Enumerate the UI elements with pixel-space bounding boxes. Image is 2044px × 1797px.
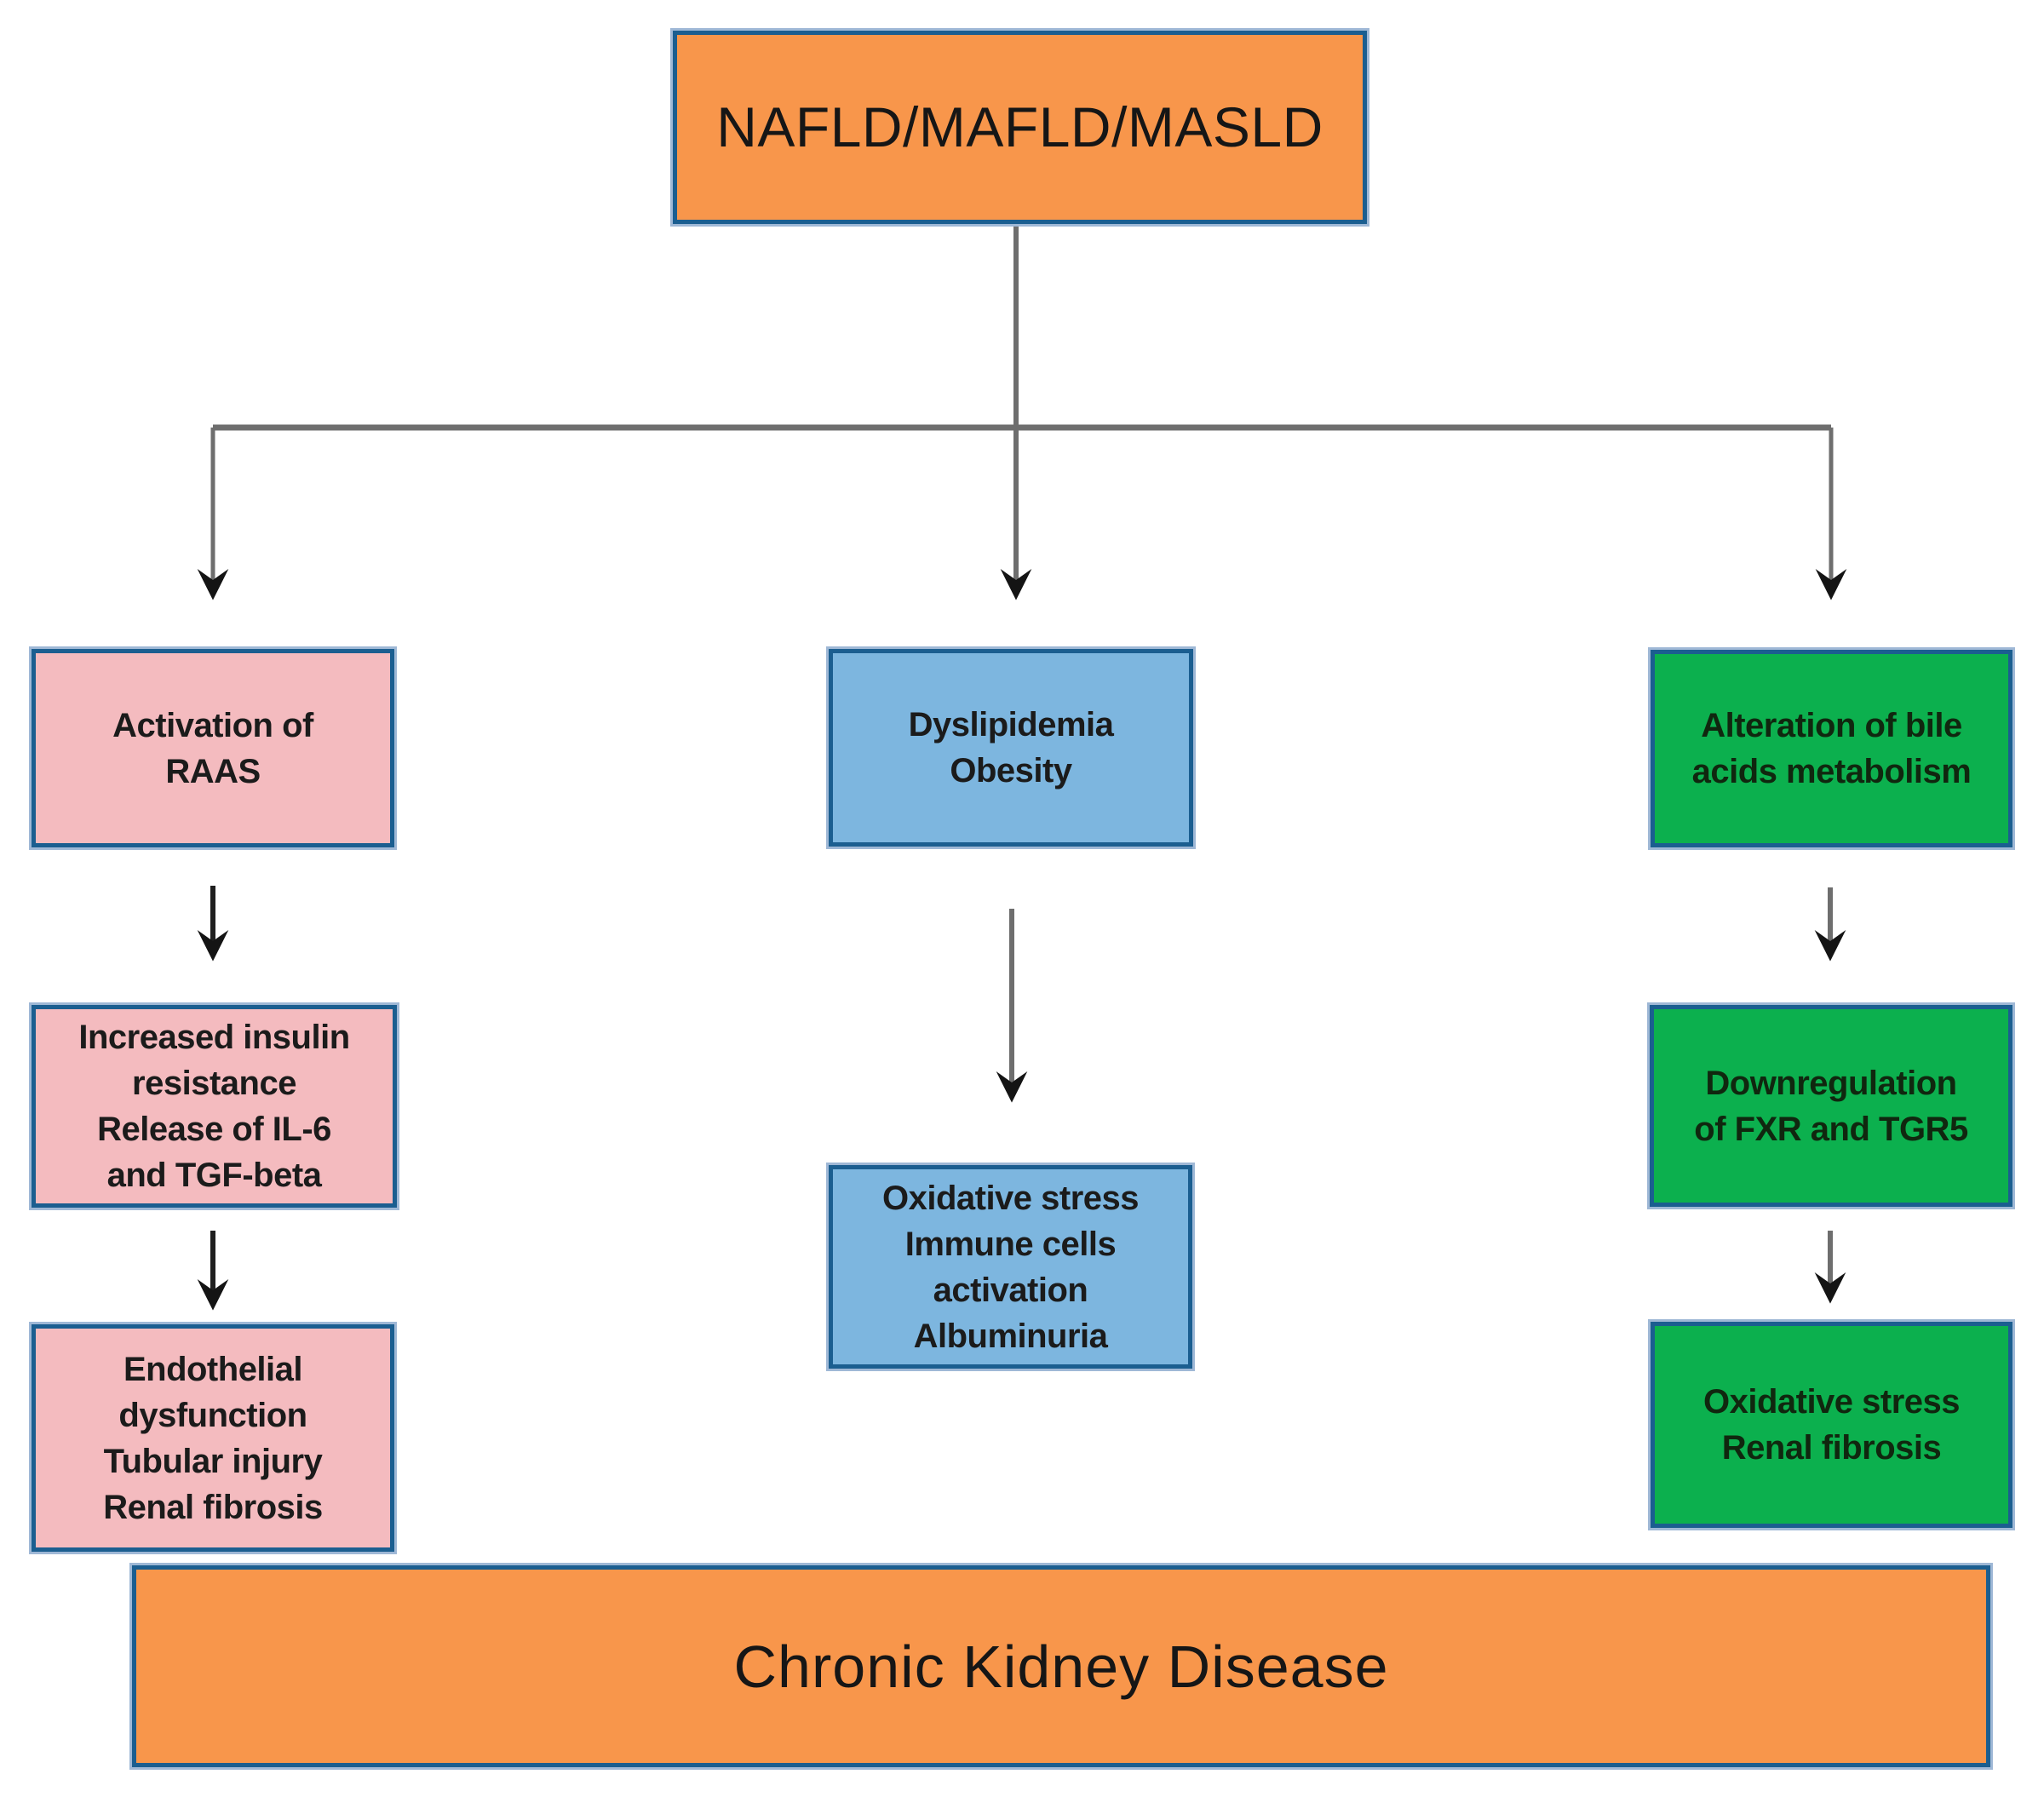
node-chronic-kidney-disease: Chronic Kidney Disease — [132, 1565, 1990, 1767]
node-oxidative-stress-immune-albuminuria-label: Oxidative stress Immune cells activation… — [881, 1179, 1140, 1355]
node-downregulation-fxr-tgr5-label: Downregulation of FXR and TGR5 — [1694, 1064, 1968, 1148]
node-nafld-mafld-masld: NAFLD/MAFLD/MASLD — [673, 31, 1367, 224]
node-dyslipidemia-obesity: Dyslipidemia Obesity — [829, 649, 1193, 847]
node-chronic-kidney-disease-label: Chronic Kidney Disease — [733, 1633, 1389, 1700]
node-endothelial-dysfunction-tubular-injury-label: Endothelial dysfunction Tubular injury R… — [103, 1350, 323, 1526]
node-oxidative-stress-renal-fibrosis: Oxidative stress Renal fibrosis — [1651, 1322, 2012, 1528]
node-insulin-resistance-il6-tgf-label: Increased insulin resistance Release of … — [78, 1019, 350, 1194]
node-alteration-bile-acids-label: Alteration of bile acids metabolism — [1691, 707, 1972, 790]
node-insulin-resistance-il6-tgf: Increased insulin resistance Release of … — [32, 1005, 397, 1208]
node-dyslipidemia-obesity-label: Dyslipidemia Obesity — [908, 706, 1114, 789]
node-endothelial-dysfunction-tubular-injury: Endothelial dysfunction Tubular injury R… — [32, 1324, 394, 1552]
node-oxidative-stress-immune-albuminuria: Oxidative stress Immune cells activation… — [829, 1165, 1192, 1369]
node-activation-of-raas: Activation of RAAS — [32, 649, 394, 847]
node-alteration-bile-acids: Alteration of bile acids metabolism — [1651, 650, 2012, 847]
node-oxidative-stress-renal-fibrosis-label: Oxidative stress Renal fibrosis — [1702, 1383, 1961, 1467]
node-downregulation-fxr-tgr5: Downregulation of FXR and TGR5 — [1650, 1005, 2012, 1207]
node-activation-of-raas-label: Activation of RAAS — [112, 706, 313, 790]
node-nafld-mafld-masld-label: NAFLD/MAFLD/MASLD — [716, 95, 1323, 159]
